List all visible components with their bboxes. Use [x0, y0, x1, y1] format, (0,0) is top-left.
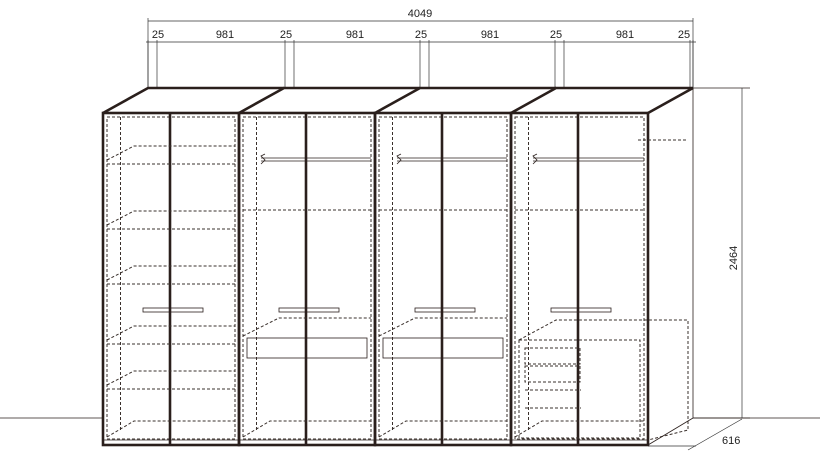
overall-width-label: 4049 [408, 8, 432, 20]
bottom-shelf [514, 420, 644, 438]
module-frame [509, 111, 650, 447]
module-top [510, 86, 693, 115]
drawer-top [378, 317, 507, 337]
depth-label: 616 [722, 435, 740, 447]
depth-dimension: 616 [648, 418, 743, 451]
height-dimension: 2464 [728, 88, 743, 418]
rail-bracket-icon [396, 153, 402, 165]
dresser-front [518, 339, 641, 439]
dresser-drawer [524, 347, 581, 365]
module-top [238, 86, 420, 115]
wardrobe-module-3 [373, 86, 556, 447]
bottom-shelf [106, 420, 235, 438]
segment-dimension-label: 25 [415, 29, 427, 41]
pull-out-tray [414, 307, 476, 313]
module-top [374, 86, 556, 115]
dresser-outline [518, 319, 689, 441]
segment-dimension-label: 981 [346, 29, 364, 41]
bottom-shelf [378, 420, 507, 438]
segment-dimension-label: 981 [616, 29, 634, 41]
segment-dimensions: 25 981 25 981 25 981 25 981 25 [146, 29, 696, 88]
shelf [106, 145, 235, 161]
drawer [246, 337, 368, 359]
dresser-drawer [524, 365, 581, 383]
shelf [106, 325, 235, 341]
wardrobe-module-4 [509, 86, 694, 447]
segment-dimension-label: 981 [481, 29, 499, 41]
height-label: 2464 [728, 246, 740, 270]
pull-out-tray [142, 307, 204, 313]
interior-outline [514, 116, 645, 440]
segment-dimension-label: 25 [678, 29, 690, 41]
segment-dimension-label: 25 [152, 29, 164, 41]
rail-bracket-icon [260, 153, 266, 165]
wardrobe-module-2 [237, 86, 420, 447]
drawer-top [242, 317, 371, 337]
pull-out-tray [550, 307, 612, 313]
rail-bracket-icon [532, 153, 538, 165]
side-bottom-edge [647, 417, 694, 446]
segment-dimension-label: 981 [216, 29, 234, 41]
segment-dimension-label: 25 [280, 29, 292, 41]
wardrobe-module-1 [101, 86, 284, 447]
module-top [102, 86, 284, 115]
segment-dimension-label: 25 [550, 29, 562, 41]
overall-width-dimension: 4049 [147, 8, 694, 88]
drawer [382, 337, 504, 359]
shelf [106, 210, 235, 226]
shelf [106, 370, 235, 386]
bottom-shelf [242, 420, 371, 438]
shelf [106, 265, 235, 281]
side-top-edge [647, 86, 694, 115]
pull-out-tray [278, 307, 340, 313]
